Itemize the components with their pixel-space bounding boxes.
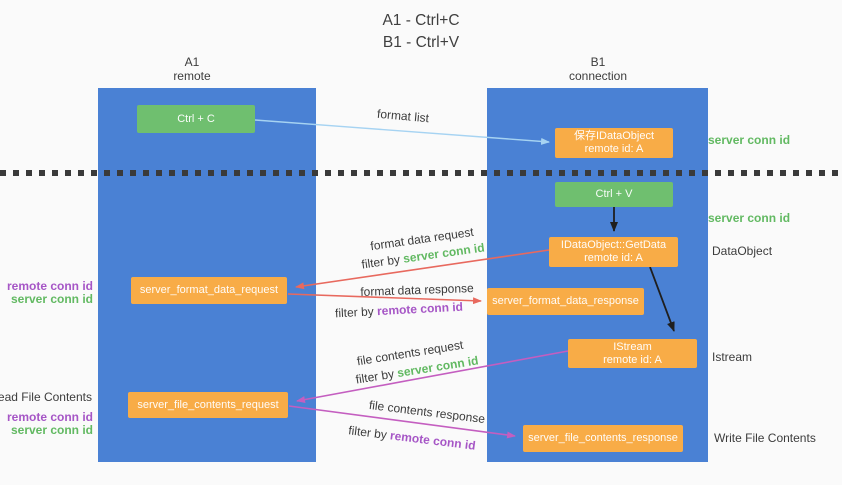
annotation-read-file-contents: Read File Contents: [0, 390, 92, 404]
node-server-file-contents-request: server_file_contents_request: [128, 392, 288, 418]
node-getdata-line2: remote id: A: [584, 252, 643, 264]
node-server-format-data-request: server_format_data_request: [131, 277, 287, 304]
node-getdata-line1: IDataObject::GetData: [560, 239, 667, 251]
title-line-1: A1 - Ctrl+C: [382, 12, 460, 29]
arrow-format-list: [254, 119, 550, 145]
node-ctrl-c-label: Ctrl + C: [177, 112, 215, 125]
annotation-server-conn-id-mid: server conn id: [708, 211, 791, 225]
title-line-2: B1 - Ctrl+V: [382, 34, 460, 51]
node-server-format-data-response: server_format_data_response: [487, 288, 644, 315]
column-header-a1: A1 remote: [122, 55, 262, 83]
node-save-dataobject: 保存IDataObject remote id: A: [555, 128, 673, 158]
arrow-getdata-to-istream: [649, 266, 675, 332]
arrow-file-contents-response: [288, 405, 516, 439]
node-server-format-data-request-label: server_format_data_request: [139, 284, 279, 296]
annotation-istream: Istream: [712, 350, 753, 364]
column-b1-id: B1: [590, 55, 606, 69]
node-getdata: IDataObject::GetData remote id: A: [549, 237, 678, 267]
annotation-server-conn-id-left-bottom: server conn id: [10, 423, 93, 437]
node-istream: IStream remote id: A: [568, 339, 697, 368]
diagram-title: A1 - Ctrl+C B1 - Ctrl+V: [0, 10, 842, 54]
annotation-remote-conn-id-mid: remote conn id: [6, 279, 93, 293]
arrow-format-data-response: [287, 293, 482, 305]
node-ctrl-c: Ctrl + C: [137, 105, 255, 133]
annotation-server-conn-id-top: server conn id: [708, 133, 791, 147]
annotation-write-file-contents: Write File Contents: [714, 431, 816, 445]
column-a1-id: A1: [184, 55, 200, 69]
node-server-file-contents-response: server_file_contents_response: [523, 425, 683, 452]
column-b1-subtitle: connection: [568, 69, 628, 83]
annotation-remote-conn-id-bottom: remote conn id: [6, 410, 93, 424]
node-ctrl-v-label: Ctrl + V: [595, 188, 633, 200]
node-ctrl-v: Ctrl + V: [555, 182, 673, 207]
node-save-dataobject-line2: remote id: A: [584, 143, 644, 155]
filter-by-text: filter by: [334, 304, 378, 321]
column-header-b1: B1 connection: [528, 55, 668, 83]
node-istream-line1: IStream: [613, 340, 652, 353]
column-a1-subtitle: remote: [173, 69, 211, 83]
node-istream-line2: remote id: A: [603, 353, 662, 366]
annotation-server-conn-id-left-mid: server conn id: [10, 292, 93, 306]
node-save-dataobject-line1: 保存IDataObject: [573, 130, 655, 142]
node-server-file-contents-response-label: server_file_contents_response: [528, 432, 678, 444]
node-server-format-data-response-label: server_format_data_response: [492, 295, 639, 307]
separator-dashed-line: [0, 170, 842, 176]
node-server-file-contents-request-label: server_file_contents_request: [137, 398, 279, 411]
arrow-format-data-request: [295, 249, 550, 290]
arrow-file-contents-request: [296, 350, 569, 403]
annotation-dataobject: DataObject: [712, 244, 773, 258]
